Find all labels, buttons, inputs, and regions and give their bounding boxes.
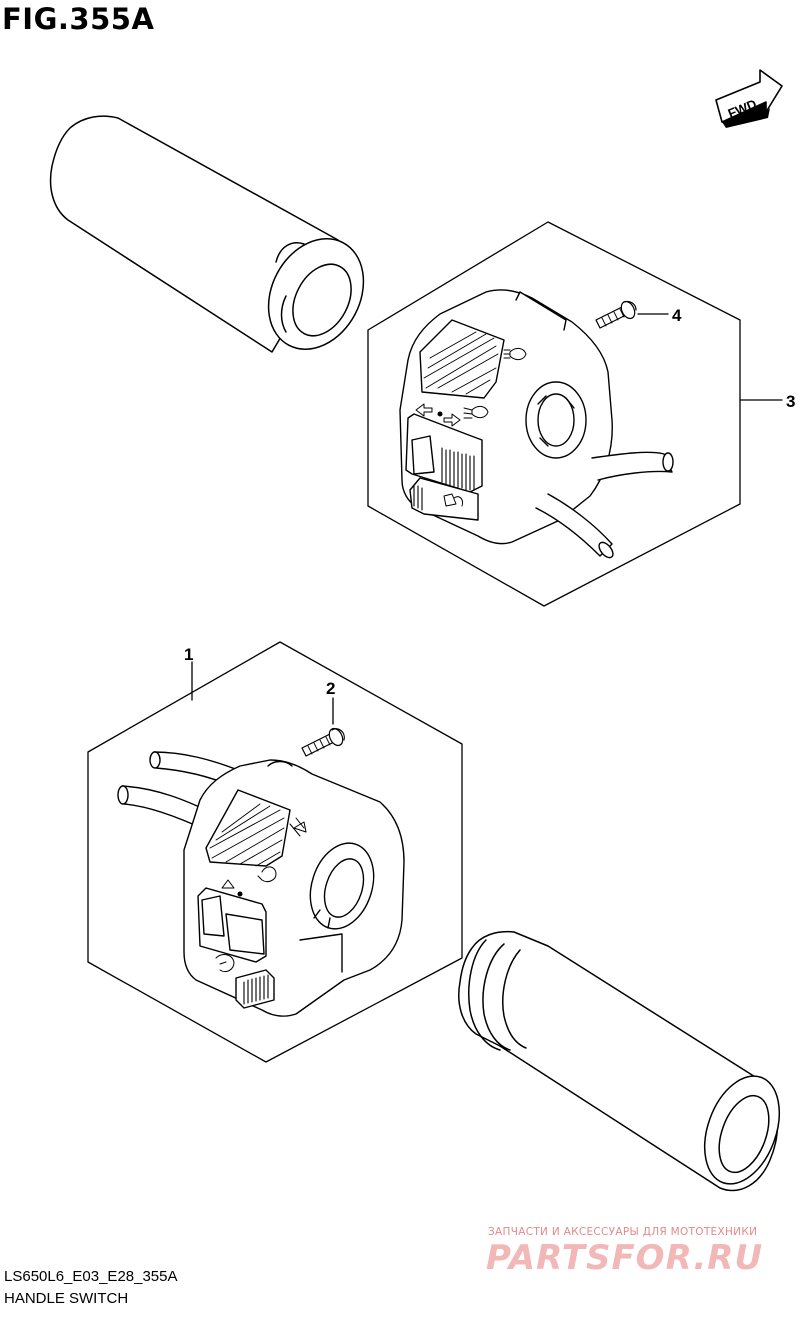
high-beam-icon <box>503 347 527 361</box>
turn-cancel-icon <box>257 866 277 883</box>
left-handle-switch <box>117 751 405 1017</box>
low-beam-icon <box>463 405 489 419</box>
callout-4: 4 <box>672 306 682 325</box>
fwd-arrow-icon: FWD <box>715 69 783 128</box>
assembly-3-hexagon <box>367 221 741 607</box>
screw-2 <box>301 727 345 757</box>
figure-caption: HANDLE SWITCH <box>4 1290 129 1307</box>
left-grip <box>49 115 365 353</box>
assembly-1-hexagon <box>87 641 463 1063</box>
screw-4 <box>595 300 637 329</box>
hazard-icon <box>221 879 235 889</box>
turn-left-icon <box>415 403 433 417</box>
figure-code: LS650L6_E03_E28_355A <box>4 1268 178 1285</box>
watermark-tagline: ЗАПЧАСТИ И АКСЕССУАРЫ ДЛЯ МОТОТЕХНИКИ <box>488 1226 758 1238</box>
watermark-logo: PARTSFOR.RU <box>486 1238 764 1278</box>
figure-title: FIG.355A <box>2 2 155 36</box>
pass-light-icon <box>289 817 307 837</box>
turn-right-icon <box>443 413 461 427</box>
callout-2: 2 <box>326 679 335 698</box>
right-grip <box>458 930 781 1192</box>
callout-3: 3 <box>786 392 795 411</box>
callout-1: 1 <box>184 645 193 664</box>
horn-icon <box>443 493 463 507</box>
engine-start-icon <box>215 954 235 973</box>
right-handle-switch <box>399 289 674 559</box>
